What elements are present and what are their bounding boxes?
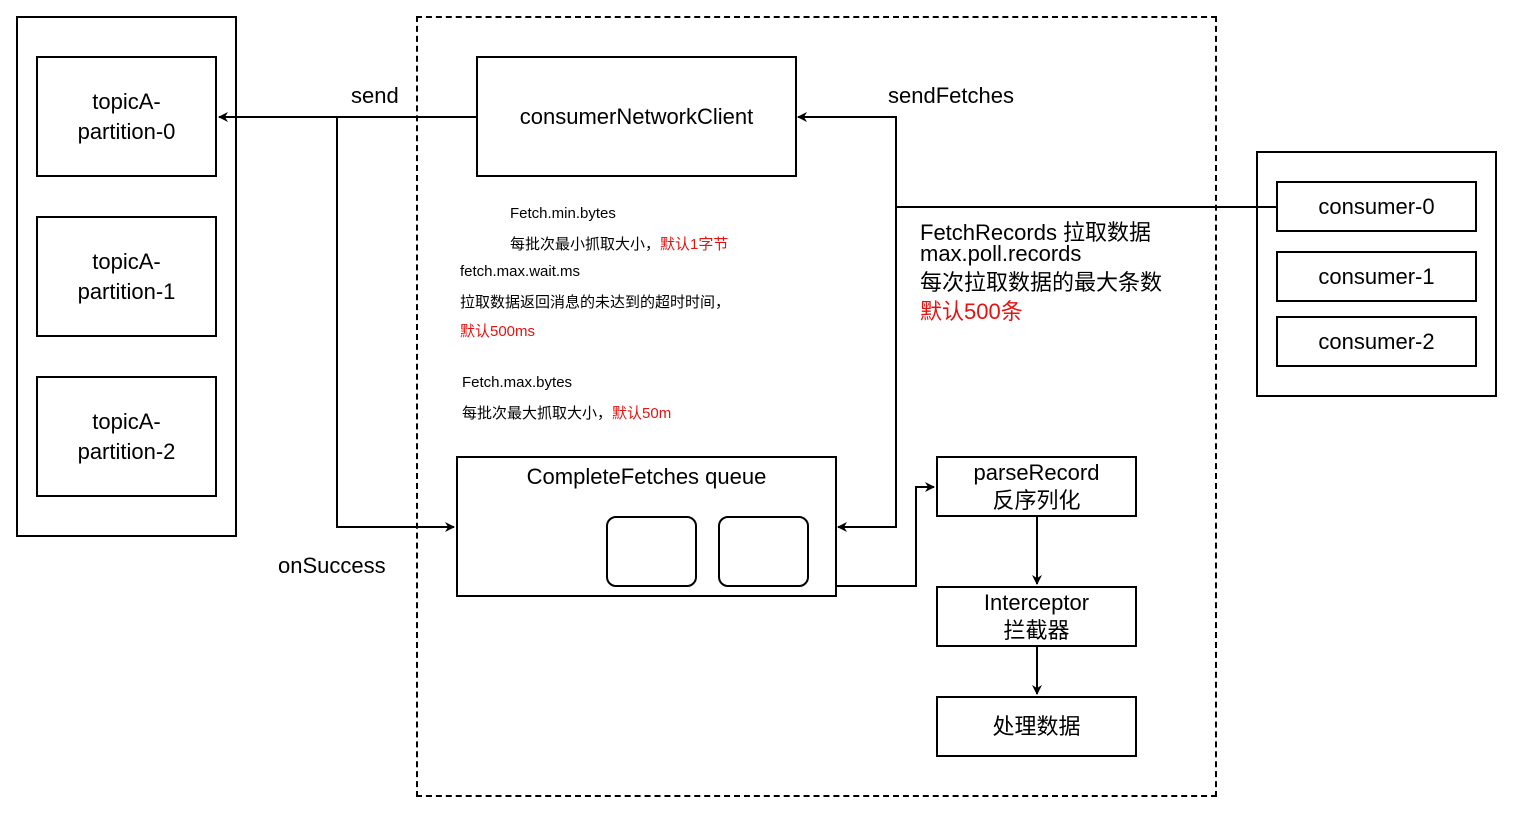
- fetch-min-bytes-desc: 每批次最小抓取大小，默认1字节: [510, 233, 728, 254]
- fetch-min-bytes-name: Fetch.min.bytes: [510, 205, 616, 222]
- handle-data-node: 处理数据: [936, 696, 1137, 757]
- partition-1-node: topicA- partition-1: [36, 216, 217, 337]
- on-success-label: onSuccess: [278, 553, 386, 578]
- fetch-min-bytes-text: 每批次最小抓取大小，: [510, 236, 661, 253]
- fetch-max-wait-default: 默认500ms: [460, 323, 536, 340]
- partition-0-node: topicA- partition-0: [36, 56, 217, 177]
- on-success-edge: [336, 117, 455, 532]
- consumer-1-node: consumer-1: [1276, 251, 1477, 302]
- send-label: send: [351, 83, 399, 108]
- fetch-max-bytes-desc: 每批次最大抓取大小，默认50m: [462, 402, 671, 423]
- queue-slot: [718, 516, 809, 587]
- fetch-max-wait-name: fetch.max.wait.ms: [460, 263, 581, 280]
- max-poll-records-desc: 每次拉取数据的最大条数: [920, 270, 1163, 295]
- fetch-max-wait-desc: 拉取数据返回消息的未达到的超时时间，: [460, 294, 731, 311]
- fetch-to-queue-edge: [837, 207, 897, 532]
- consumer-network-client-node: consumerNetworkClient: [476, 56, 797, 177]
- parse-record-node: parseRecord 反序列化: [936, 456, 1137, 517]
- send-fetches-label: sendFetches: [888, 83, 1014, 108]
- max-poll-records-default: 默认500条: [920, 299, 1023, 324]
- fetch-max-bytes-name: Fetch.max.bytes: [462, 374, 573, 391]
- consumer-2-node: consumer-2: [1276, 316, 1477, 367]
- fetch-max-bytes-text: 每批次最大抓取大小，: [462, 405, 613, 422]
- consumer-boundary: [416, 16, 1217, 797]
- fetch-records-note: FetchRecords 拉取数据 max.poll.records 每次拉取数…: [920, 220, 1162, 324]
- send-fetches-edge: [797, 112, 897, 207]
- fetch-records-title: FetchRecords 拉取数据: [920, 220, 1152, 245]
- max-poll-records-name: max.poll.records: [920, 241, 1082, 266]
- queue-slot: [606, 516, 697, 587]
- consumer-0-node: consumer-0: [1276, 181, 1477, 232]
- queue-to-parse-edge: [837, 482, 935, 587]
- fetch-min-bytes-default: 默认1字节: [660, 236, 729, 253]
- broker-container: [16, 16, 237, 537]
- partition-2-node: topicA- partition-2: [36, 376, 217, 497]
- consumer-group-container: [1256, 151, 1497, 397]
- fetch-max-bytes-default: 默认50m: [612, 405, 672, 422]
- interceptor-node: Interceptor 拦截器: [936, 586, 1137, 647]
